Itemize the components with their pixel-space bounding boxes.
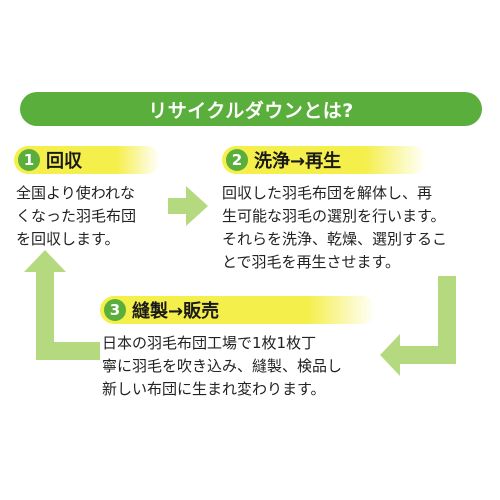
title-banner: リサイクルダウンとは? — [20, 92, 482, 126]
step-1-number: 1 — [18, 149, 40, 171]
arrow-right-icon — [168, 186, 208, 226]
step-1-label: 1 回収 — [14, 146, 160, 174]
step-3-number: 3 — [104, 299, 126, 321]
step-1-description: 全国より使われな くなった羽毛布団 を回収します。 — [16, 184, 137, 248]
step-3-label: 3 縫製→販売 — [100, 296, 376, 324]
step-3-description: 日本の羽毛布団工場で1枚1枚丁 寧に羽毛を吹き込み、縫製、検品し 新しい布団に生… — [102, 334, 343, 398]
step-2-title: 洗浄→再生 — [254, 151, 342, 172]
step-3-title: 縫製→販売 — [132, 301, 220, 322]
arrow-left-up-icon — [24, 250, 100, 360]
diagram-title: リサイクルダウンとは? — [148, 99, 354, 122]
step-2-description: 回収した羽毛布団を解体し、再 生可能な羽毛の選別を行います。 それらを洗浄、乾燥… — [222, 184, 448, 271]
step-1-title: 回収 — [46, 151, 82, 172]
arrow-down-left-icon — [380, 276, 456, 376]
step-2-number: 2 — [226, 149, 248, 171]
step-2-label: 2 洗浄→再生 — [222, 146, 426, 174]
